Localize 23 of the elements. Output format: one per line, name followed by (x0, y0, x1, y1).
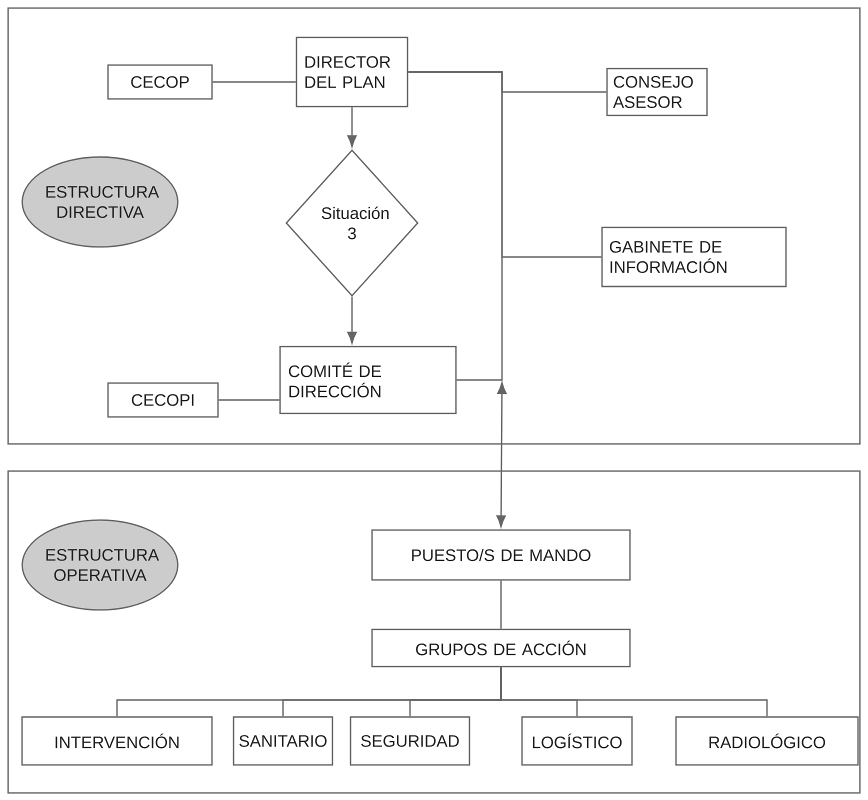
org-box: DIRECTOR DEL PLAN (296, 36, 408, 108)
structure-panel (7, 7, 861, 445)
org-box: CONSEJO ASESOR (606, 68, 708, 116)
org-box: RADIOLÓGICO (675, 716, 859, 766)
org-box: CECOPI (107, 382, 219, 418)
arrow (347, 107, 357, 148)
org-box: LOGÍSTICO (521, 716, 633, 766)
org-box: GABINETE DE INFORMACIÓN (601, 226, 787, 288)
connector-line (212, 81, 296, 83)
org-box: SEGURIDAD (350, 716, 470, 766)
org-box: COMITÉ DE DIRECCIÓN (279, 346, 457, 414)
connector-line (500, 580, 502, 629)
connector-line (408, 71, 503, 381)
org-box: PUESTO/S DE MANDO (371, 529, 631, 581)
connector-line (500, 667, 768, 716)
arrow (496, 382, 507, 528)
org-box: CECOP (107, 64, 213, 100)
org-box: INTERVENCIÓN (21, 716, 213, 766)
org-box: SANITARIO (232, 716, 334, 766)
org-box: GRUPOS DE ACCIÓN (371, 628, 631, 668)
connector-line (218, 399, 280, 401)
arrow (347, 296, 357, 344)
structure-panel (7, 470, 861, 794)
